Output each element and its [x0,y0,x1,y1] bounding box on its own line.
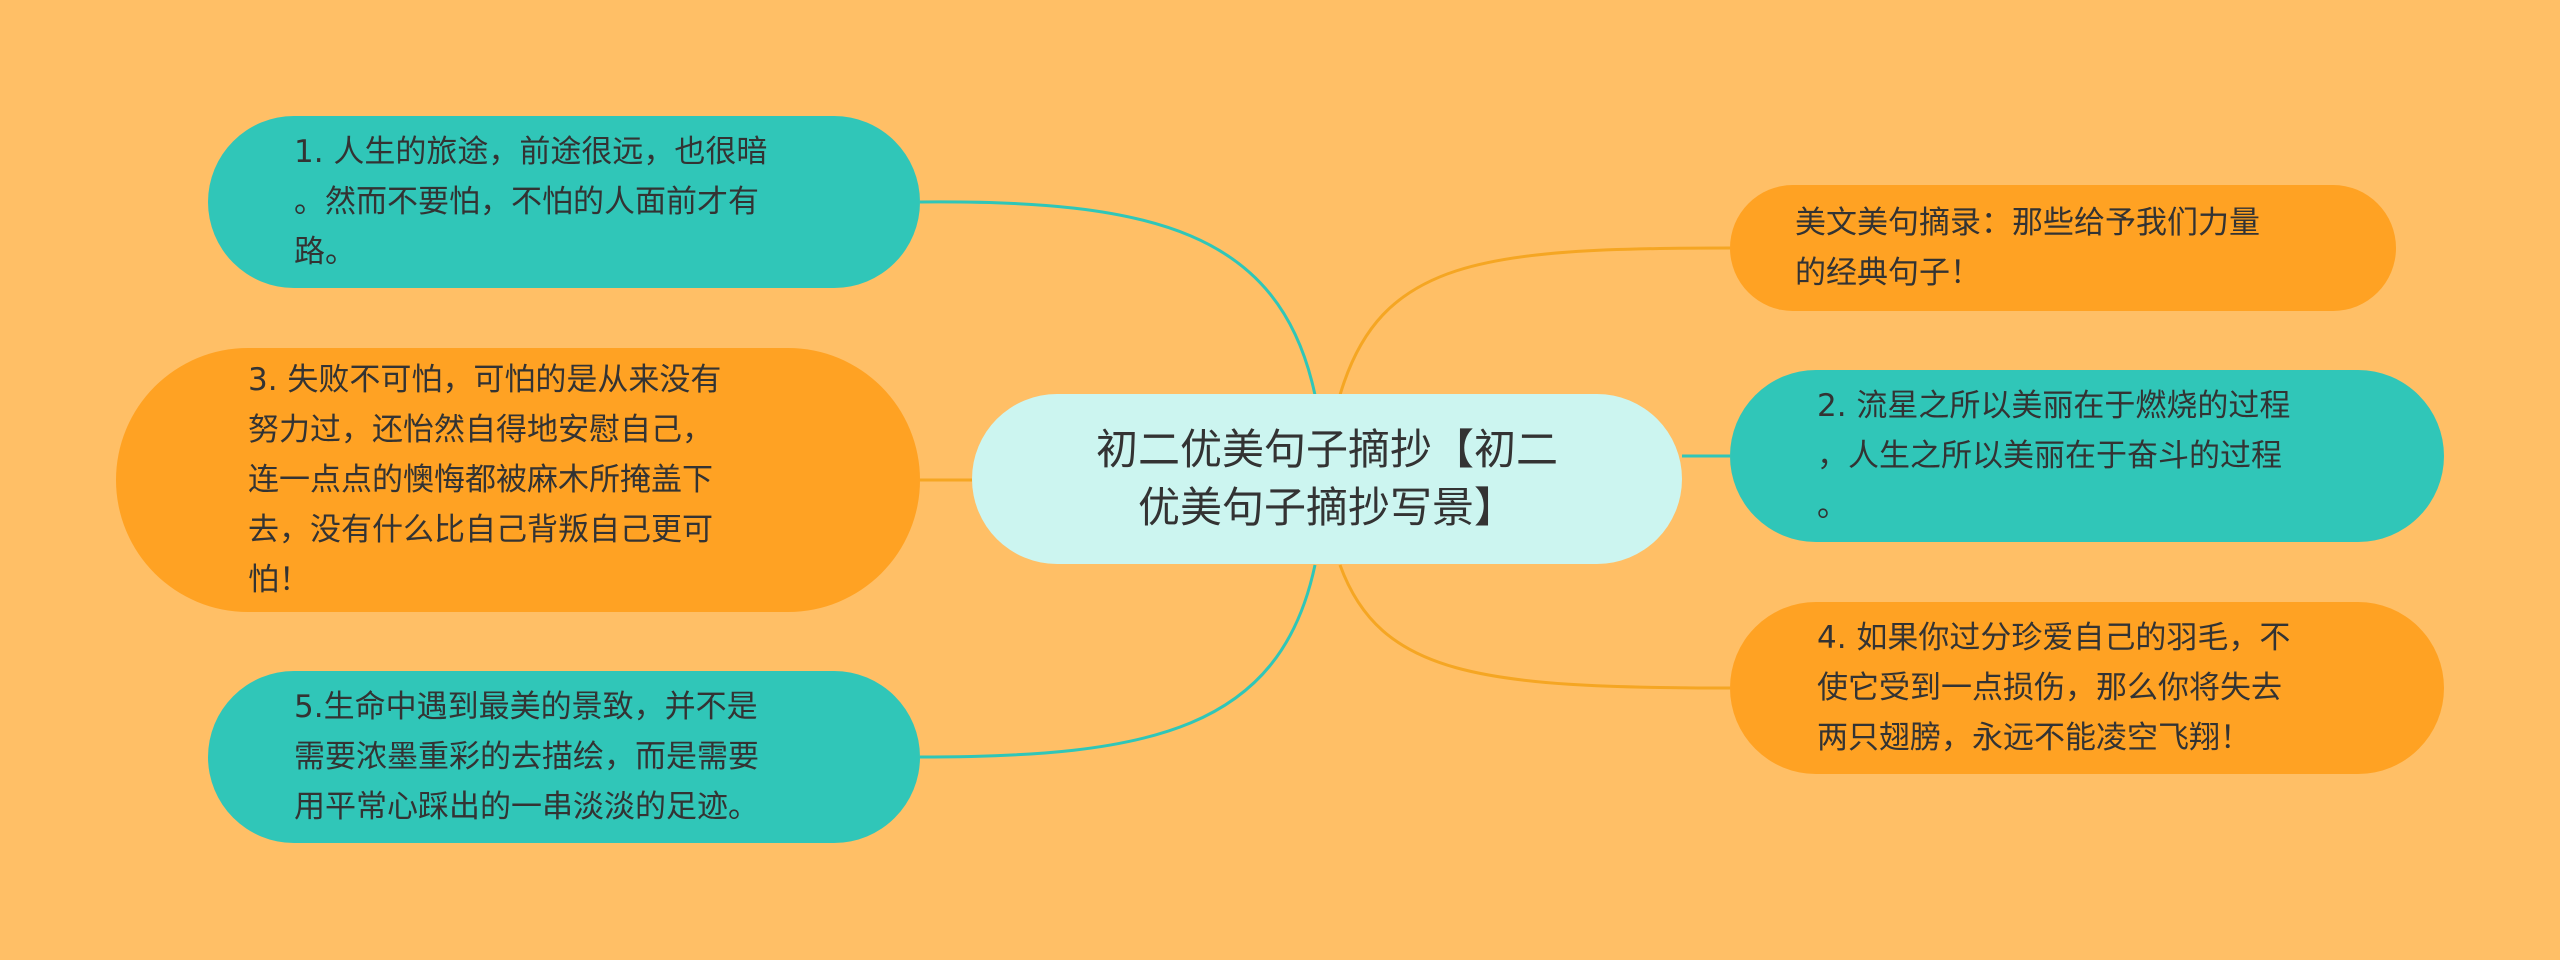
central-topic-text: 初二优美句子摘抄【初二 优美句子摘抄写景】 [1095,425,1558,532]
left-topic-3[interactable]: 5.生命中遇到最美的景致，并不是 需要浓墨重彩的去描绘，而是需要 用平常心踩出的… [208,671,920,843]
right-topic-3[interactable]: 4. 如果你过分珍爱自己的羽毛，不 使它受到一点损伤，那么你将失去 两只翅膀，永… [1730,602,2444,774]
right-topic-3-text: 4. 如果你过分珍爱自己的羽毛，不 使它受到一点损伤，那么你将失去 两只翅膀，永… [1817,620,2291,756]
left-topic-3-text: 5.生命中遇到最美的景致，并不是 需要浓墨重彩的去描绘，而是需要 用平常心踩出的… [294,689,759,825]
left-topic-2-text: 3. 失败不可怕，可怕的是从来没有 努力过，还怡然自得地安慰自己， 连一点点的懊… [248,362,722,598]
link-center-to-left-3 [919,564,1317,759]
left-topic-1[interactable]: 1. 人生的旅途，前途很远，也很暗 。然而不要怕，不怕的人面前才有 路。 [208,116,920,288]
right-topic-1-text: 美文美句摘录：那些给予我们力量 的经典句子！ [1795,205,2260,291]
right-topic-2-text: 2. 流星之所以美丽在于燃烧的过程 ，人生之所以美丽在于奋斗的过程 。 [1817,388,2291,524]
right-topic-2[interactable]: 2. 流星之所以美丽在于燃烧的过程 ，人生之所以美丽在于奋斗的过程 。 [1730,370,2444,542]
left-topic-2[interactable]: 3. 失败不可怕，可怕的是从来没有 努力过，还怡然自得地安慰自己， 连一点点的懊… [116,348,920,612]
right-topic-1[interactable]: 美文美句摘录：那些给予我们力量 的经典句子！ [1730,185,2396,311]
central-topic[interactable]: 初二优美句子摘抄【初二 优美句子摘抄写景】 [972,394,1682,564]
link-center-to-right-1 [1338,246,1731,396]
link-center-to-right-3 [1338,564,1731,690]
link-center-to-left-1 [919,200,1317,396]
left-topic-1-text: 1. 人生的旅途，前途很远，也很暗 。然而不要怕，不怕的人面前才有 路。 [294,134,768,270]
